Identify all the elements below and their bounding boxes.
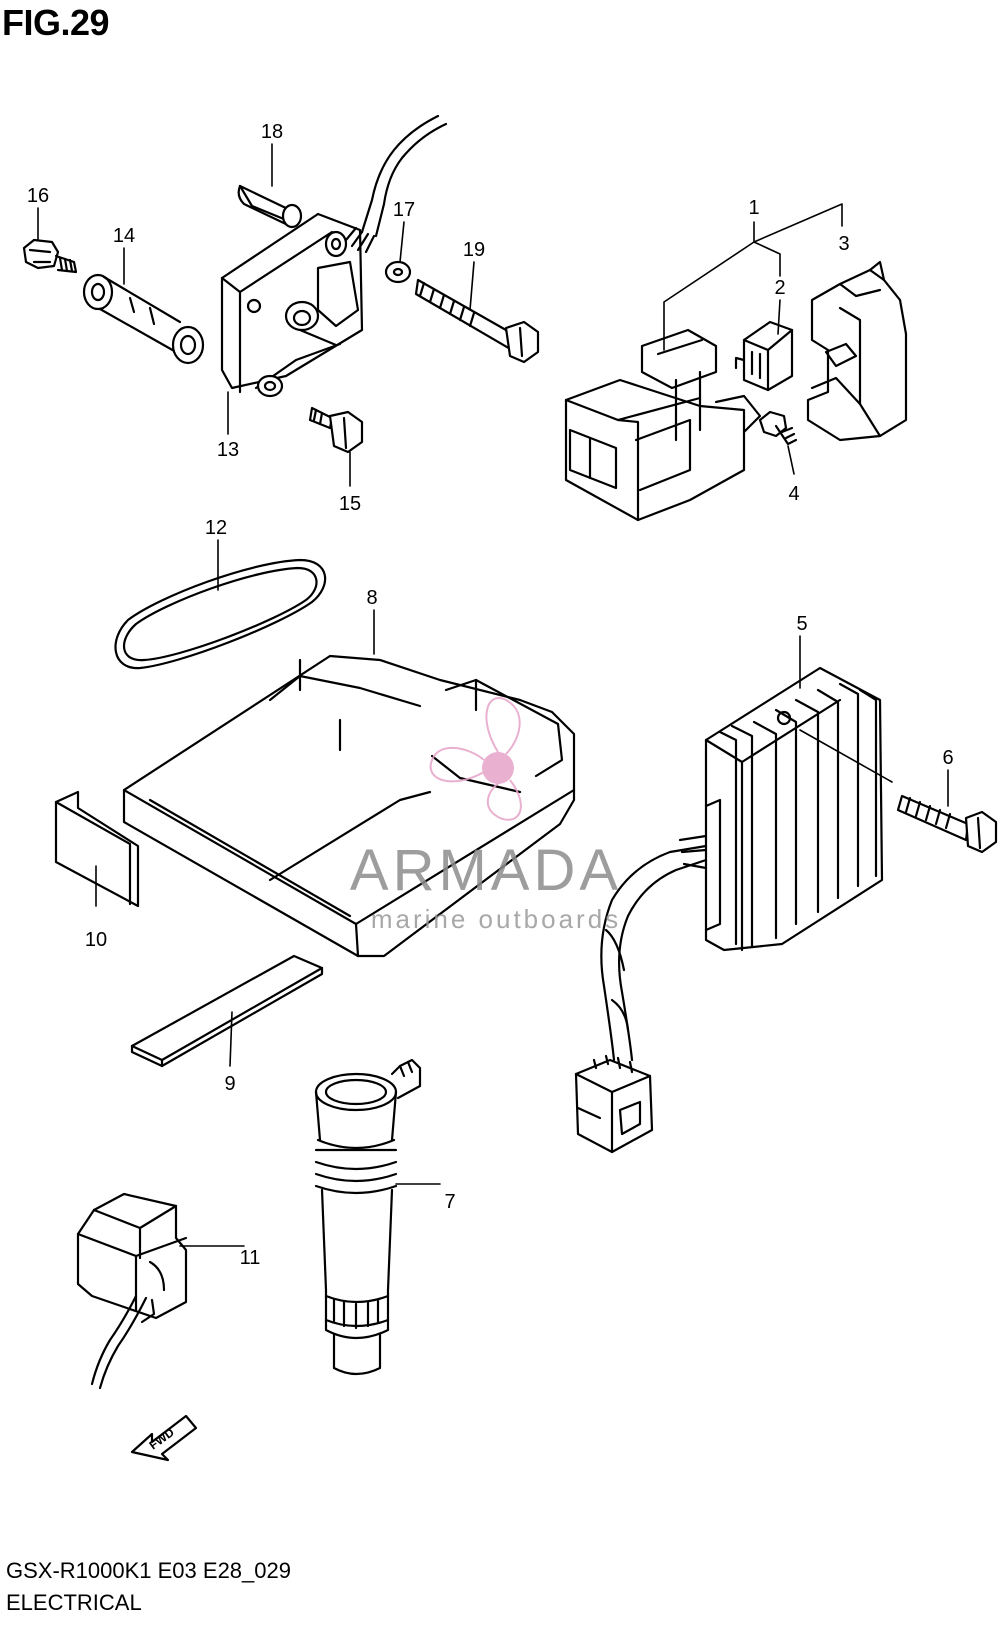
part-9-strip <box>130 954 324 1068</box>
armada-logo-icon <box>429 697 522 821</box>
part-3-relay-cover <box>806 260 908 442</box>
callout-2: 2 <box>774 277 785 299</box>
part-6-bolt <box>896 794 998 854</box>
part-12-gasket <box>114 558 327 670</box>
callout-numbers: 1 2 3 4 5 6 7 8 9 10 11 12 13 14 15 16 1… <box>27 121 954 1269</box>
callout-10: 10 <box>85 929 107 951</box>
part-17-washer <box>384 260 412 284</box>
callout-9: 9 <box>224 1073 235 1095</box>
callout-14: 14 <box>113 225 135 247</box>
part-19-long-bolt <box>414 278 540 364</box>
part-16-bolt <box>22 238 78 274</box>
callout-13: 13 <box>217 439 239 461</box>
part-13-sensor-module <box>220 114 448 398</box>
callout-18: 18 <box>261 121 283 143</box>
watermark-tagline: marine outboards <box>371 904 621 934</box>
callout-7: 7 <box>444 1191 455 1213</box>
fwd-arrow-icon <box>130 1414 198 1462</box>
part-14-collar <box>82 273 205 365</box>
model-code: GSX-R1000K1 E03 E28_029 <box>6 1558 291 1583</box>
part-18-cushion <box>237 184 303 229</box>
callout-5: 5 <box>796 613 807 635</box>
callout-3: 3 <box>838 233 849 255</box>
callout-15: 15 <box>339 493 361 515</box>
part-15-bolt <box>308 406 364 454</box>
part-10-pad <box>54 790 140 908</box>
armada-watermark: ARMADA marine outboards <box>350 697 622 934</box>
callout-4: 4 <box>788 483 799 505</box>
part-4-bolt <box>758 410 798 446</box>
part-7-ignition-coil <box>314 1058 422 1376</box>
section-name: ELECTRICAL <box>6 1590 142 1615</box>
part-8-ecu <box>122 654 576 958</box>
leader-lines <box>37 143 949 1247</box>
callout-11: 11 <box>240 1247 261 1269</box>
part-1-starter-relay <box>564 328 762 522</box>
figure-title: FIG.29 <box>2 2 110 43</box>
callout-19: 19 <box>463 239 485 261</box>
part-11-sensor <box>76 1192 188 1390</box>
callout-17: 17 <box>393 199 415 221</box>
callout-8: 8 <box>366 587 377 609</box>
callout-12: 12 <box>205 517 227 539</box>
watermark-brand: ARMADA <box>350 838 622 903</box>
part-2-fuse <box>734 320 794 392</box>
callout-6: 6 <box>942 747 953 769</box>
callout-1: 1 <box>748 197 759 219</box>
part-5-regulator <box>574 666 884 1154</box>
callout-16: 16 <box>27 185 49 207</box>
